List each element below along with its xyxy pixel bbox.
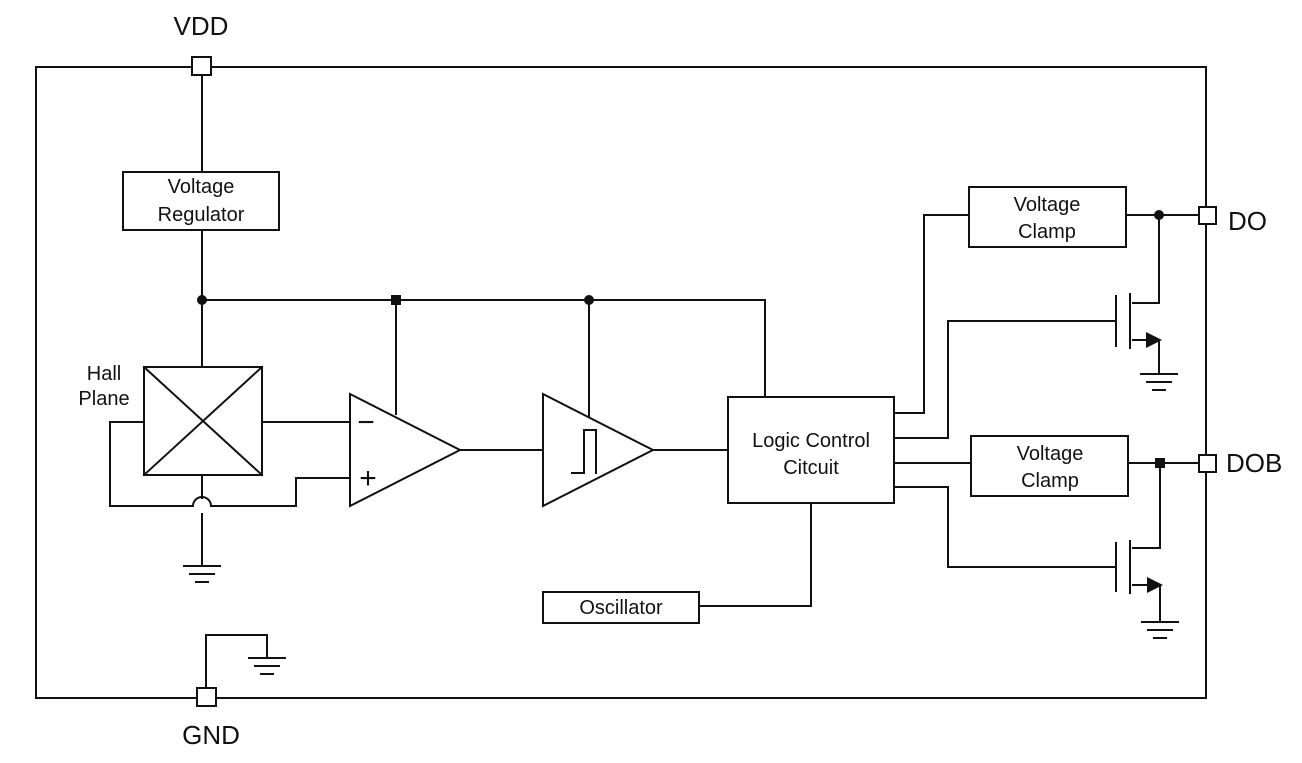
hall-plane-wiring xyxy=(109,421,351,567)
voltage-clamp-dob-label-line1: Voltage xyxy=(1017,443,1084,465)
voltage-clamp-dob xyxy=(970,435,1129,497)
hysteresis-icon xyxy=(571,429,597,474)
hall-plane-label-line1: Hall xyxy=(87,363,121,385)
voltage-regulator xyxy=(122,171,280,231)
dob-pin xyxy=(1198,454,1217,473)
voltage-clamp-do xyxy=(968,186,1127,248)
comparator-minus-sign: − xyxy=(357,406,375,439)
hall-plane-label-line2: Plane xyxy=(78,388,129,410)
junction-dot xyxy=(391,295,401,305)
ground-icon xyxy=(248,657,286,675)
ground-icon xyxy=(183,565,221,583)
oscillator-label: Oscillator xyxy=(579,597,663,619)
ground-icon xyxy=(1141,621,1179,639)
junction-dot xyxy=(584,295,594,305)
nmos-transistor-do xyxy=(1115,293,1162,373)
do-pin xyxy=(1198,206,1217,225)
voltage-regulator-label-line2: Regulator xyxy=(158,204,245,226)
oscillator-wire xyxy=(698,502,812,607)
junction-dot xyxy=(1154,210,1164,220)
logic-control-circuit xyxy=(727,396,895,504)
vdd-pin xyxy=(191,56,212,76)
vdd-pin-label: VDD xyxy=(174,11,229,41)
junction-dot xyxy=(1155,458,1165,468)
voltage-regulator-label-line1: Voltage xyxy=(168,176,235,198)
nmos-transistor-dob xyxy=(1115,540,1163,621)
voltage-clamp-do-label-line1: Voltage xyxy=(1014,194,1081,216)
dob-pin-label: DOB xyxy=(1226,448,1282,478)
oscillator xyxy=(542,591,700,624)
voltage-clamp-do-label-line2: Clamp xyxy=(1018,221,1076,243)
logic-control-label-line2: Citcuit xyxy=(783,457,839,479)
comparator-plus-sign: + xyxy=(359,462,377,495)
junction-dot xyxy=(197,295,207,305)
do-pin-label: DO xyxy=(1228,206,1267,236)
gnd-pin-label: GND xyxy=(182,720,240,750)
ground-icon xyxy=(1140,373,1178,391)
gnd-wiring xyxy=(205,634,268,690)
logic-control-label-line1: Logic Control xyxy=(752,430,870,452)
supply-wiring xyxy=(201,74,766,419)
hall-plane xyxy=(142,365,264,477)
voltage-clamp-dob-label-line2: Clamp xyxy=(1021,470,1079,492)
schmitt-trigger xyxy=(542,392,656,508)
dob-output-wiring xyxy=(893,462,1200,568)
gnd-pin xyxy=(196,687,217,707)
comparator xyxy=(349,392,463,508)
